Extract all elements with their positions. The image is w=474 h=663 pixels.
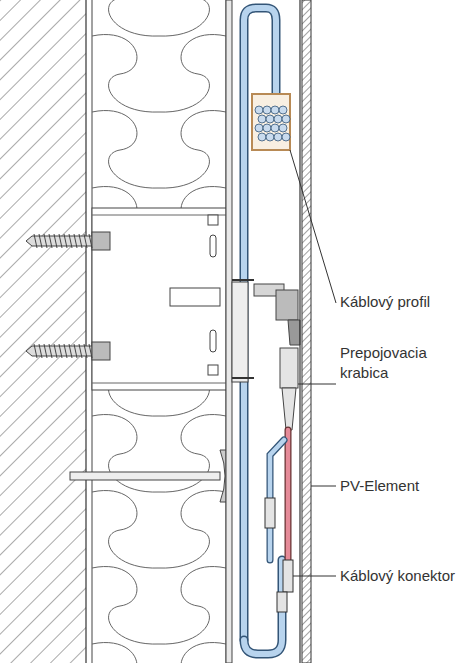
part-label: Prepojovacia krabica (338, 343, 452, 383)
part-label: Káblový profil (338, 292, 432, 312)
junction-box (232, 282, 300, 430)
part-label: Káblový konektor (338, 566, 457, 586)
cable-profile (252, 94, 290, 150)
rail (226, 0, 232, 663)
part-label: PV-Element (338, 476, 421, 496)
anchor (26, 232, 110, 360)
pv-element (302, 0, 311, 663)
wall (0, 0, 86, 663)
insulation (92, 0, 226, 663)
wall-bracket (92, 208, 226, 390)
leader-line (290, 150, 336, 576)
cable-connector (265, 498, 293, 612)
insulation-dowel (70, 450, 226, 502)
